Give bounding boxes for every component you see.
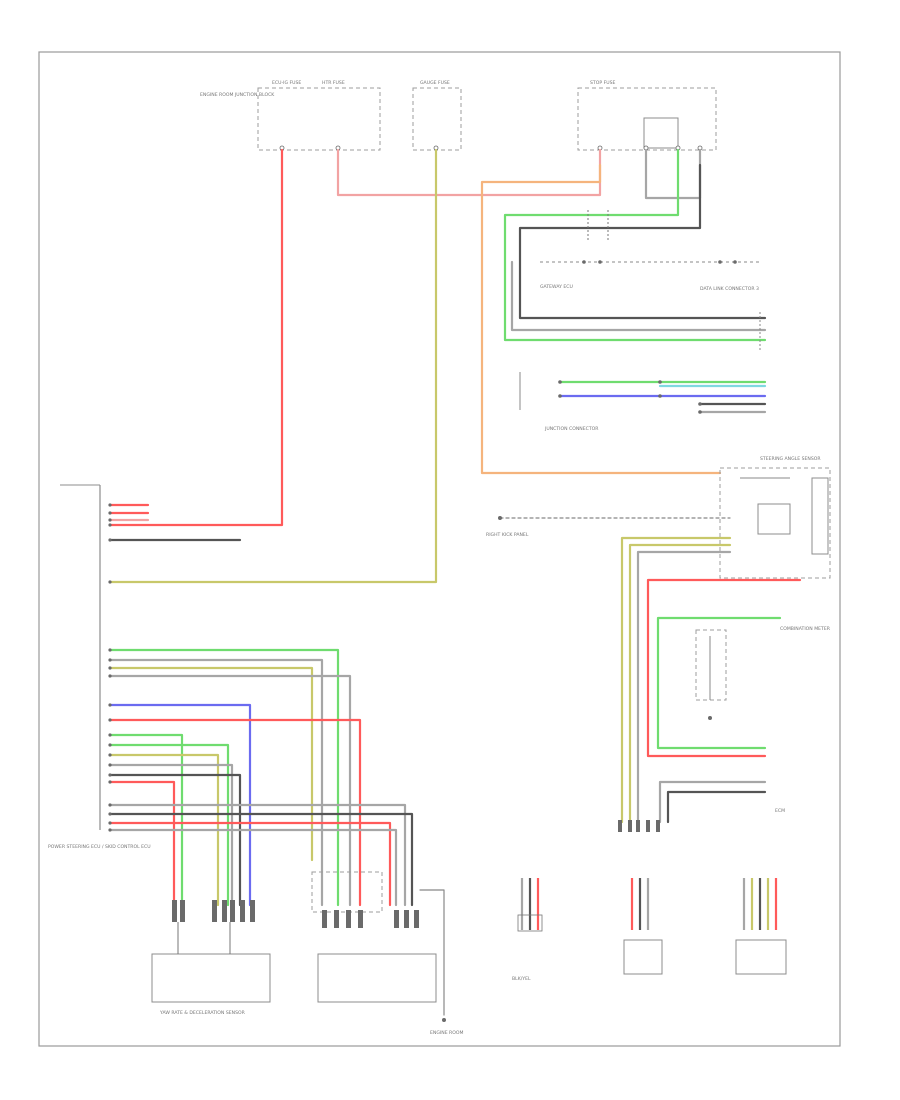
wire-red-right — [646, 578, 802, 758]
yaw-rate-sensor: YAW RATE & DECELERATION SENSOR — [151, 900, 271, 1016]
power-steering-motor — [317, 910, 437, 1003]
fuse-box-middle: GAUGE FUSE — [412, 80, 462, 151]
svg-text:RIGHT KICK PANEL: RIGHT KICK PANEL — [486, 532, 529, 538]
wire-olive-l9 — [108, 753, 220, 907]
wire-green-upper — [503, 148, 767, 342]
svg-text:ENGINE ROOM: ENGINE ROOM — [430, 1030, 463, 1036]
combination-meter-block: COMBINATION METER — [695, 626, 831, 720]
svg-text:STEERING ANGLE SENSOR: STEERING ANGLE SENSOR — [760, 456, 821, 462]
fuse-box-right: STOP FUSE — [577, 80, 717, 151]
svg-text:BLK/YEL: BLK/YEL — [512, 976, 531, 982]
wire-gray-l4 — [108, 674, 352, 907]
wire-dark-right-lower — [666, 790, 767, 824]
svg-text:ECU-IG FUSE: ECU-IG FUSE — [272, 80, 301, 86]
splice-box-bottom — [311, 871, 383, 913]
ecm-label: ECM — [775, 808, 785, 814]
wire-green-l7 — [108, 733, 184, 907]
svg-text:STOP FUSE: STOP FUSE — [590, 80, 615, 86]
wire-gray-upper-2 — [510, 260, 767, 332]
wire-olive-right-2 — [628, 543, 732, 824]
svg-text:HTR FUSE: HTR FUSE — [322, 80, 345, 86]
wire-gray-l10 — [108, 763, 234, 907]
wire-pink-top — [336, 148, 602, 197]
wire-olive-right-1 — [620, 536, 732, 824]
wire-gray-stop — [644, 148, 702, 200]
wire-gray-l16 — [108, 828, 398, 907]
wire-blue-l5 — [108, 703, 252, 907]
wire-gray-splice — [419, 889, 445, 1016]
svg-text:POWER STEERING ECU / SKID CONT: POWER STEERING ECU / SKID CONTROL ECU — [48, 844, 151, 850]
wire-olive-l3 — [108, 666, 314, 862]
wire-red-l15 — [108, 821, 392, 907]
connector-stack-a: BLK/YEL — [512, 878, 543, 982]
bus-connector-label: JUNCTION CONNECTOR — [544, 426, 599, 432]
wire-gray-l13 — [108, 803, 407, 907]
svg-text:COMBINATION METER: COMBINATION METER — [780, 626, 831, 632]
connector-stack-c — [735, 878, 787, 975]
wire-red-main — [108, 148, 284, 527]
svg-text:YAW RATE & DECELERATION SENSOR: YAW RATE & DECELERATION SENSOR — [159, 1010, 246, 1016]
diagram-frame — [38, 51, 841, 1047]
ground-bottom: ENGINE ROOM — [430, 1018, 463, 1036]
wire-orange-long — [480, 163, 722, 475]
wire-dark-l14 — [108, 812, 414, 907]
svg-text:GATEWAY ECU: GATEWAY ECU — [540, 284, 573, 290]
wire-red-l6 — [108, 718, 362, 907]
wire-dark-l11 — [108, 773, 242, 907]
steering-angle-sensor: STEERING ANGLE SENSOR — [719, 456, 831, 579]
fuse-box-left: ENGINE ROOM JUNCTION BLOCK ECU-IG FUSE H… — [200, 80, 381, 151]
ground-right: RIGHT KICK PANEL — [486, 516, 529, 538]
svg-text:ENGINE ROOM JUNCTION BLOCK: ENGINE ROOM JUNCTION BLOCK — [200, 92, 275, 98]
upper-splice-markers — [540, 210, 760, 264]
wire-red-l12 — [108, 780, 176, 907]
wire-green-right — [656, 616, 782, 750]
wire-gray-right-3 — [636, 550, 732, 824]
wire-dark-upper — [518, 163, 767, 320]
connector-stack-b — [623, 878, 663, 975]
gateway-ecu-block: GATEWAY ECU DATA LINK CONNECTOR 3 — [540, 284, 761, 350]
wire-olive-gauge — [108, 148, 438, 584]
svg-text:GAUGE FUSE: GAUGE FUSE — [420, 80, 450, 86]
wire-green-l1 — [108, 648, 340, 907]
wire-green-l8 — [108, 743, 230, 907]
left-ecu: POWER STEERING ECU / SKID CONTROL ECU — [48, 484, 151, 850]
ecu-pins — [108, 503, 112, 832]
bus-pins — [558, 380, 702, 414]
wire-gray-right-lower — [658, 780, 767, 824]
svg-text:DATA LINK CONNECTOR 3: DATA LINK CONNECTOR 3 — [700, 286, 759, 292]
junction-connector-right — [618, 820, 660, 832]
